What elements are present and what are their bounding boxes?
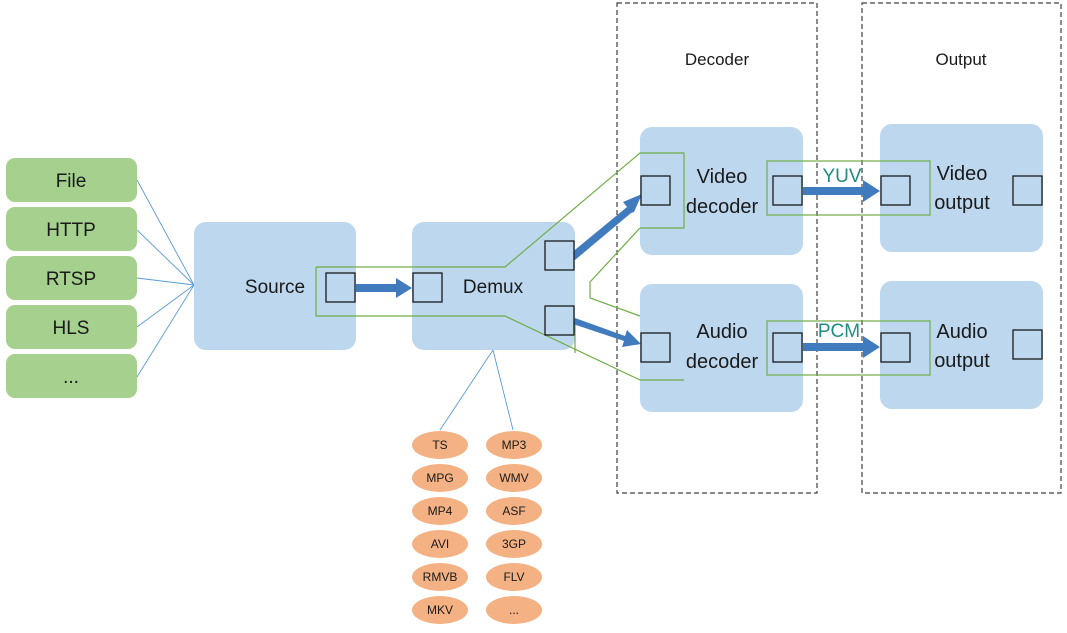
input-line [136, 284, 195, 328]
format-badge [412, 464, 468, 492]
format-badge [412, 530, 468, 558]
audio-output-node [880, 281, 1043, 409]
format-line [439, 349, 494, 431]
format-label: MP4 [428, 504, 453, 518]
input-item-hls: HLS [6, 305, 137, 349]
output-group-label: Output [935, 50, 986, 69]
format-line [492, 349, 514, 431]
format-label: ASF [502, 504, 525, 518]
demux-node [412, 222, 575, 350]
input-box [6, 354, 137, 398]
decoder-link-outline [589, 227, 641, 317]
input-item-http: HTTP [6, 207, 137, 251]
audio-link-outline [315, 267, 684, 381]
input-label: HLS [53, 318, 90, 339]
input-item-more: ... [6, 354, 137, 398]
input-label: File [56, 171, 87, 192]
video-decoder-node [640, 127, 803, 255]
audio-decoder-label-line2: decoder [686, 351, 759, 373]
source-label: Source [245, 277, 305, 298]
format-list-left: TS MPG MP4 AVI RMVB MKV [412, 431, 468, 624]
format-badge [486, 563, 542, 591]
video-output-input-port [880, 175, 911, 206]
input-item-rtsp: RTSP [6, 256, 137, 300]
demux-input-port [412, 272, 443, 303]
video-link-outline [316, 152, 685, 268]
video-decoder-input-port [640, 175, 671, 206]
audio-decoder-output-port [772, 332, 803, 363]
format-label: ... [509, 603, 519, 617]
format-badge [486, 431, 542, 459]
video-output-label-line2: output [934, 192, 990, 214]
format-label: WMV [499, 471, 528, 485]
input-line [136, 179, 195, 286]
video-output-output-port [1012, 175, 1043, 206]
demux-to-audio-arrow [573, 318, 641, 347]
video-decoder-label-line2: decoder [686, 196, 759, 218]
format-connector-lines [439, 349, 514, 431]
format-badge [486, 497, 542, 525]
decoder-group-label: Decoder [685, 50, 750, 69]
source-node [194, 222, 356, 350]
input-line [136, 229, 195, 286]
format-badge [412, 497, 468, 525]
pcm-link-outline [766, 320, 931, 376]
format-label: 3GP [502, 537, 526, 551]
pcm-label: PCM [818, 321, 860, 342]
input-box [6, 256, 137, 300]
format-label: TS [432, 438, 447, 452]
format-list-right: MP3 WMV ASF 3GP FLV ... [486, 431, 542, 624]
video-decoder-to-output-arrow [803, 180, 880, 202]
source-to-demux-arrow [356, 278, 412, 298]
video-output-node [880, 124, 1043, 252]
video-decoder-label-line1: Video [697, 166, 748, 188]
format-label: RMVB [423, 570, 458, 584]
format-label: FLV [503, 570, 524, 584]
format-badge [412, 431, 468, 459]
format-label: MPG [426, 471, 453, 485]
audio-decoder-label-line1: Audio [696, 321, 747, 343]
format-badge [412, 596, 468, 624]
input-line [136, 277, 195, 286]
format-label: AVI [431, 537, 449, 551]
format-label: MP3 [502, 438, 527, 452]
demux-to-video-arrow [570, 194, 642, 260]
input-list: File HTTP RTSP HLS ... [6, 158, 137, 398]
input-line [136, 284, 195, 378]
audio-output-input-port [880, 332, 911, 363]
demux-label: Demux [463, 277, 524, 298]
video-output-label-line1: Video [937, 163, 988, 185]
input-label: RTSP [46, 269, 96, 290]
source-output-port [325, 272, 356, 303]
input-box [6, 158, 137, 202]
input-box [6, 207, 137, 251]
demux-audio-port [544, 305, 575, 336]
audio-output-label-line1: Audio [936, 321, 987, 343]
input-connector-lines [136, 179, 195, 378]
input-label: HTTP [46, 220, 96, 241]
format-label: MKV [427, 603, 453, 617]
yuv-link-outline [766, 160, 931, 216]
format-badge [486, 596, 542, 624]
audio-decoder-input-port [640, 332, 671, 363]
link-highlight-lines [315, 152, 931, 381]
format-badge [486, 464, 542, 492]
format-badge [412, 563, 468, 591]
input-item-file: File [6, 158, 137, 202]
output-group-frame [861, 2, 1062, 494]
input-box [6, 305, 137, 349]
input-label: ... [63, 367, 79, 388]
video-decoder-output-port [772, 175, 803, 206]
data-flow-arrows [356, 180, 880, 358]
format-badge [486, 530, 542, 558]
demux-video-port [544, 240, 575, 271]
yuv-label: YUV [822, 166, 861, 187]
audio-output-output-port [1012, 329, 1043, 360]
audio-output-label-line2: output [934, 350, 990, 372]
decoder-group-frame [616, 2, 818, 494]
audio-decoder-to-output-arrow [803, 336, 880, 358]
node-ports [325, 175, 1043, 363]
